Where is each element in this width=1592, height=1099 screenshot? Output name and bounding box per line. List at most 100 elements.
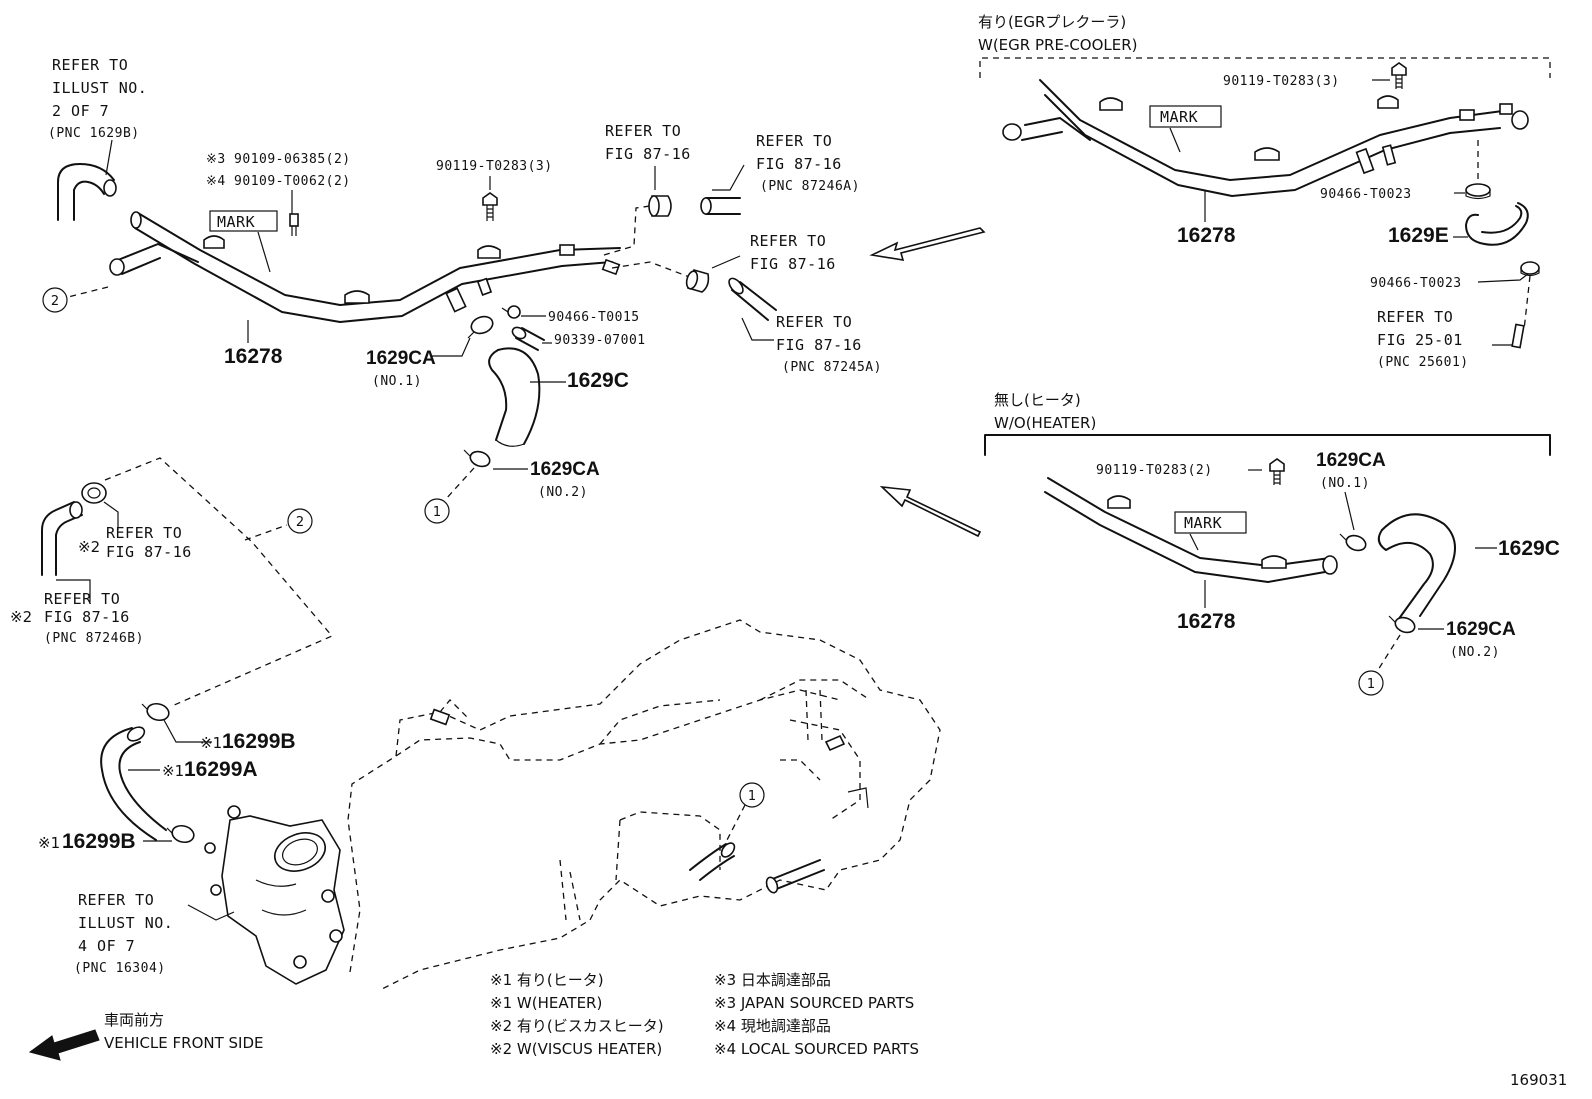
refer-illust4-leader — [187, 904, 235, 921]
noheater-clamp-no2-sub: (NO.2) — [1450, 645, 1500, 660]
egr-clip-b-icon — [1520, 261, 1540, 277]
egr-hose-1629e-label: 1629E — [1388, 224, 1449, 247]
figure-number: 169031 — [1510, 1071, 1567, 1089]
egr-pointer-arrow — [869, 227, 986, 261]
noheater-circle-dash — [1377, 634, 1401, 671]
noheater-clamp-no2-label: 1629CA — [1446, 619, 1516, 640]
refer-illust2-line-3: 2 OF 7 — [52, 102, 109, 120]
main-circle-2-label: 2 — [51, 294, 59, 309]
main-coupling-icon — [648, 195, 672, 217]
heater-refer-a-line-1: REFER TO — [106, 524, 182, 542]
clip-t0015-label: 90466-T0015 — [548, 310, 640, 325]
egr-mark-label: MARK — [1160, 108, 1198, 126]
main-mark-leader — [257, 231, 271, 273]
heater-refer-b-line-1: REFER TO — [44, 590, 120, 608]
heater-refer-b-line-3: (PNC 87246B) — [44, 631, 144, 646]
heater-16299b-top-leader — [163, 719, 212, 743]
main-circle-1-label: 1 — [433, 505, 441, 520]
engine-circle-1-label: 1 — [748, 789, 756, 804]
heater-refer-b-line-2: FIG 87-16 — [44, 608, 130, 626]
main-coupling-2-icon — [685, 269, 710, 293]
egr-bolt-icon — [1391, 62, 1407, 89]
heater-16299a-label: 16299A — [184, 758, 258, 781]
legend-left-3: ※2 有り(ビスカスヒータ) — [490, 1017, 664, 1035]
main-pipe-16278-label: 16278 — [224, 345, 283, 368]
noheater-section-title-en: W/O(HEATER) — [994, 414, 1096, 432]
refer-87245a-line-1: REFER TO — [776, 313, 852, 331]
egr-nipple-icon — [1511, 323, 1525, 349]
heater-refer-a-leader — [103, 501, 119, 530]
hose-stub-87245a-icon — [728, 277, 777, 321]
noheater-mark-leader — [1189, 533, 1199, 551]
refer-mid-line-1: REFER TO — [750, 232, 826, 250]
main-circle-2 — [42, 287, 68, 313]
vehicle-front-arrow-icon — [28, 1029, 100, 1061]
refer-87246a-line-3: (PNC 87246A) — [760, 179, 860, 194]
heater-clamp-16299b-top-icon — [141, 702, 170, 722]
noheater-hose-1629c-icon — [1377, 513, 1456, 621]
engine-circle-1 — [739, 782, 765, 808]
refer-top-line-1: REFER TO — [605, 122, 681, 140]
egr-refer-line-2: FIG 25-01 — [1377, 331, 1463, 349]
noheater-pointer-arrow — [879, 485, 982, 538]
clamp-no1-label: 1629CA — [366, 348, 436, 369]
egr-section-title-jp: 有り(EGRプレクーラ) — [978, 13, 1126, 31]
egr-refer-line-1: REFER TO — [1377, 308, 1453, 326]
vehicle-front-jp: 車両前方 — [104, 1011, 164, 1029]
noheater-section-bracket — [984, 434, 1551, 456]
egr-water-pipe — [1002, 79, 1529, 197]
noheater-clamp-no1-icon — [1339, 533, 1367, 552]
main-mark-box — [209, 210, 278, 232]
bolt-jp-line-1: ※3 90109-06385(2) — [206, 152, 351, 167]
egr-bolt-label: 90119-T0283(3) — [1223, 74, 1340, 89]
hose-1629c-icon — [488, 347, 541, 447]
refer-illust4-line-1: REFER TO — [78, 891, 154, 909]
egr-clip-a-label: 90466-T0023 — [1320, 187, 1412, 202]
pipe-07001-label: 90339-07001 — [554, 333, 646, 348]
noheater-bolt-icon — [1269, 458, 1285, 485]
refer-87246a-line-2: FIG 87-16 — [756, 155, 842, 173]
egr-clip-b-dash — [1523, 275, 1531, 331]
refer-87246a-line-1: REFER TO — [756, 132, 832, 150]
egr-mark-leader — [1169, 127, 1181, 153]
noheater-circle-1-label: 1 — [1367, 677, 1375, 692]
heater-refer-b-mark: ※2 — [10, 608, 32, 626]
heater-16299b-top-mark: ※1 — [200, 734, 222, 752]
legend-right-2: ※3 JAPAN SOURCED PARTS — [714, 994, 914, 1012]
egr-refer-line-3: (PNC 25601) — [1377, 355, 1469, 370]
refer-illust2-line-2: ILLUST NO. — [52, 79, 147, 97]
refer-87245a-line-3: (PNC 87245A) — [782, 360, 882, 375]
legend-right-1: ※3 日本調達部品 — [714, 971, 831, 989]
water-outlet-housing-icon — [204, 805, 345, 985]
clamp-no1-leader — [432, 337, 471, 357]
vehicle-front-en: VEHICLE FRONT SIDE — [104, 1034, 264, 1052]
heater-refer-b-leader — [56, 579, 91, 602]
noheater-circle-1 — [1358, 670, 1384, 696]
legend-right-3: ※4 現地調達部品 — [714, 1017, 831, 1035]
heater-hose-16299a-icon — [100, 726, 167, 841]
egr-pipe-16278-label: 16278 — [1177, 224, 1236, 247]
heater-16299b-bottom-mark: ※1 — [38, 834, 60, 852]
engine-block-outline — [347, 619, 941, 991]
heater-dash-loop — [104, 457, 334, 707]
heater-circle-2-label: 2 — [296, 515, 304, 530]
main-circle-1-dash — [444, 467, 475, 501]
heater-refer-a-line-2: FIG 87-16 — [106, 543, 192, 561]
main-circle-2-dash — [67, 286, 109, 298]
refer-illust2-line-4: (PNC 1629B) — [48, 126, 140, 141]
refer-mid-leader — [711, 255, 741, 269]
heater-16299a-mark: ※1 — [162, 762, 184, 780]
heater-16299b-bottom-label: 16299B — [62, 830, 136, 853]
stud-bolt-icon — [289, 213, 299, 236]
noheater-water-pipe — [1044, 477, 1338, 583]
refer-illust4-line-3: 4 OF 7 — [78, 937, 135, 955]
clamp-no1-sub: (NO.1) — [372, 374, 422, 389]
heater-circle-2-dash — [244, 524, 288, 541]
heater-circle-2 — [287, 508, 313, 534]
noheater-clamp-no1-label: 1629CA — [1316, 450, 1386, 471]
refer-illust4-line-4: (PNC 16304) — [74, 961, 166, 976]
main-lower-dash — [611, 261, 693, 279]
refer-87246a-leader — [712, 164, 745, 191]
